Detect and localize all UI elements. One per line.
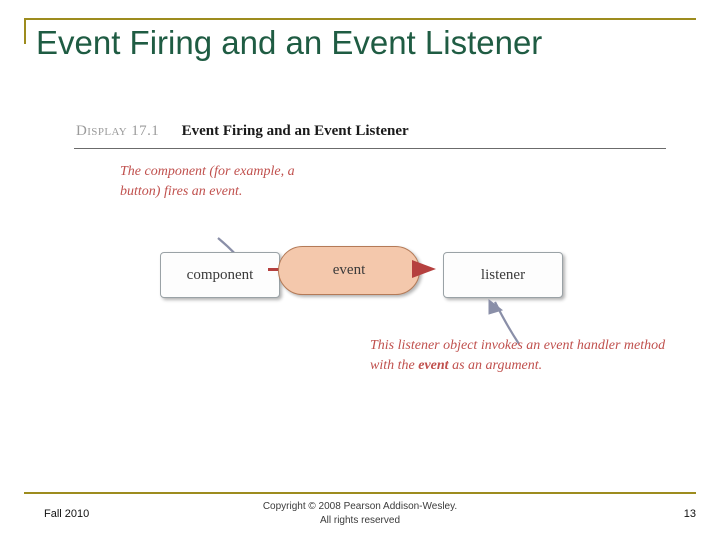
footer-copyright: Copyright © 2008 Pearson Addison-Wesley.… xyxy=(0,500,720,527)
figure-display-label: Display 17.1 xyxy=(76,123,160,139)
top-divider xyxy=(24,18,696,20)
footer-term: Fall 2010 xyxy=(44,508,90,520)
arrow-note-to-listener-icon xyxy=(488,298,520,345)
node-component: component xyxy=(160,252,280,298)
figure-heading: Display 17.1 Event Firing and an Event L… xyxy=(76,122,409,140)
footer-copyright-line2: All rights reserved xyxy=(319,514,401,526)
annotation-listener-emphasis: event xyxy=(418,358,449,374)
footer-divider xyxy=(24,492,696,494)
title-accent-bar xyxy=(24,18,26,44)
figure-event-firing: Display 17.1 Event Firing and an Event L… xyxy=(60,118,680,418)
figure-display-title: Event Firing and an Event Listener xyxy=(181,123,409,139)
page-title: Event Firing and an Event Listener xyxy=(36,24,543,61)
node-listener: listener xyxy=(443,252,563,298)
annotation-component-note: The component (for example, a button) fi… xyxy=(120,164,295,200)
figure-divider xyxy=(74,148,666,149)
footer-copyright-line1: Copyright © 2008 Pearson Addison-Wesley. xyxy=(262,501,458,512)
annotation-listener-text-before: This listener object invokes an event ha… xyxy=(370,338,666,374)
annotation-listener-text-after: as an argument. xyxy=(448,358,543,374)
arrow-event-to-listener-icon xyxy=(412,260,436,278)
node-event: event xyxy=(278,246,420,295)
annotation-listener-note: This listener object invokes an event ha… xyxy=(370,336,670,377)
footer-page-number: 13 xyxy=(683,508,696,520)
